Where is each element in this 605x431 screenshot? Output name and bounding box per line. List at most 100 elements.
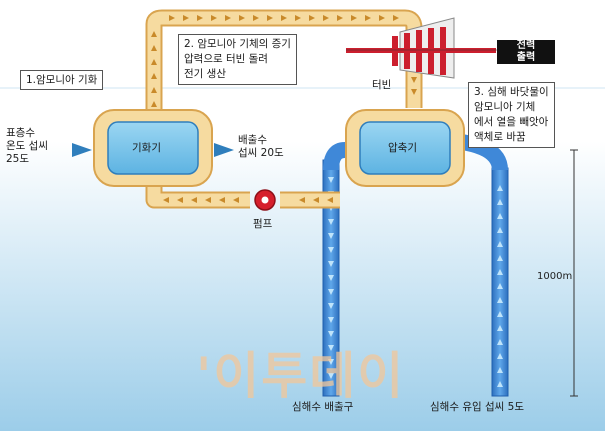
flow-arrow <box>351 15 357 21</box>
water-flow-arrow <box>328 261 334 267</box>
flow-arrow <box>191 197 197 203</box>
flow-arrow <box>411 77 417 83</box>
flow-arrow <box>163 197 169 203</box>
step3-line1: 3. 심해 바닷물이 <box>474 86 549 98</box>
flow-arrow <box>253 15 259 21</box>
step2-label: 2. 암모니아 기체의 증기 압력으로 터빈 돌려 전기 생산 <box>178 34 297 85</box>
step3-label: 3. 심해 바닷물이 암모니아 기체 에서 열을 빼앗아 액체로 바꿈 <box>468 82 555 148</box>
deep-outlet-bend <box>323 142 346 171</box>
surface-line2: 온도 섭씨 <box>6 140 48 152</box>
power-line1: 전력 <box>516 40 536 51</box>
flow-arrow <box>183 15 189 21</box>
water-flow-arrow <box>497 353 503 359</box>
flow-arrow <box>151 45 157 51</box>
surface-line1: 표층수 <box>6 127 35 139</box>
condenser-tank <box>359 121 451 175</box>
flow-arrow <box>337 15 343 21</box>
discharge-water-label: 배출수 섭씨 20도 <box>238 134 284 160</box>
flow-arrow <box>281 15 287 21</box>
water-flow-arrow <box>328 247 334 253</box>
water-flow-arrow <box>328 345 334 351</box>
evaporator-outlet-arrow <box>214 143 234 157</box>
flow-arrow <box>219 197 225 203</box>
water-flow-arrow <box>497 185 503 191</box>
watermark-logo: '이투데이 <box>196 347 406 405</box>
pump-icon <box>254 189 276 211</box>
water-flow-arrow <box>497 227 503 233</box>
water-flow-arrow <box>497 283 503 289</box>
flow-arrow <box>197 15 203 21</box>
water-flow-arrow <box>328 331 334 337</box>
evaporator-tank <box>107 121 199 175</box>
flow-arrow <box>151 59 157 65</box>
step3-line4: 액체로 바꿈 <box>474 131 526 143</box>
water-flow-arrow <box>328 219 334 225</box>
flow-arrow <box>151 101 157 107</box>
water-flow-arrow <box>328 317 334 323</box>
water-flow-arrow <box>328 177 334 183</box>
pump-label: 펌프 <box>253 218 273 230</box>
water-flow-arrow <box>497 311 503 317</box>
water-flow-arrow <box>497 269 503 275</box>
power-output-box: 전력 출력 <box>497 40 555 64</box>
flow-arrow <box>211 15 217 21</box>
flow-arrow <box>313 197 319 203</box>
flow-arrow <box>151 73 157 79</box>
evaporator-inlet-arrow <box>72 143 92 157</box>
discharge-line1: 배출수 <box>238 134 267 146</box>
turbine-icon <box>346 17 497 79</box>
depth-label: 1000m <box>537 271 573 282</box>
water-flow-arrow <box>497 241 503 247</box>
ammonia-loop <box>107 9 449 209</box>
water-flow-arrow <box>328 289 334 295</box>
deep-inlet-label: 심해수 유입 섭씨 5도 <box>430 401 524 413</box>
flow-arrow <box>233 197 239 203</box>
step2-line1: 2. 암모니아 기체의 증기 <box>184 38 291 50</box>
discharge-line2: 섭씨 20도 <box>238 147 284 159</box>
flow-arrow <box>327 197 333 203</box>
water-flow-arrow <box>328 359 334 365</box>
depth-scale <box>570 149 578 397</box>
water-flow-arrow <box>497 213 503 219</box>
condenser-label: 압축기 <box>388 142 417 154</box>
flow-arrow <box>379 15 385 21</box>
water-flow-arrow <box>497 199 503 205</box>
water-flow-arrow <box>497 339 503 345</box>
water-flow-arrow <box>497 367 503 373</box>
water-flow-arrow <box>497 381 503 387</box>
deep-outlet-label: 심해수 배출구 <box>292 401 354 413</box>
flow-arrow <box>393 15 399 21</box>
flow-arrow <box>299 197 305 203</box>
step1-label: 1.암모니아 기화 <box>20 70 104 90</box>
condenser-unit <box>345 109 465 187</box>
step2-line2: 압력으로 터빈 돌려 <box>184 53 268 65</box>
water-flow-arrow <box>497 255 503 261</box>
flow-arrow <box>225 15 231 21</box>
flow-arrow <box>309 15 315 21</box>
water-flow-arrow <box>497 297 503 303</box>
step3-line2: 암모니아 기체 <box>474 101 536 113</box>
surface-line3: 25도 <box>6 153 30 165</box>
flow-arrow <box>151 31 157 37</box>
step2-line3: 전기 생산 <box>184 68 226 80</box>
turbine-label: 터빈 <box>372 79 392 91</box>
flow-arrow <box>205 197 211 203</box>
flow-arrow <box>365 15 371 21</box>
flow-arrow <box>411 89 417 95</box>
water-flow-arrow <box>328 373 334 379</box>
flow-arrow <box>267 15 273 21</box>
water-flow-arrow <box>328 303 334 309</box>
flow-arrow <box>151 87 157 93</box>
water-flow-arrow <box>328 275 334 281</box>
surface-water-label: 표층수 온도 섭씨 25도 <box>6 127 48 166</box>
power-line2: 출력 <box>516 52 536 63</box>
flow-arrow <box>169 15 175 21</box>
evaporator-unit <box>72 109 234 187</box>
water-flow-arrow <box>497 325 503 331</box>
flow-arrow <box>239 15 245 21</box>
evaporator-label: 기화기 <box>132 142 161 154</box>
flow-arrow <box>323 15 329 21</box>
flow-arrow <box>295 15 301 21</box>
flow-arrow <box>177 197 183 203</box>
